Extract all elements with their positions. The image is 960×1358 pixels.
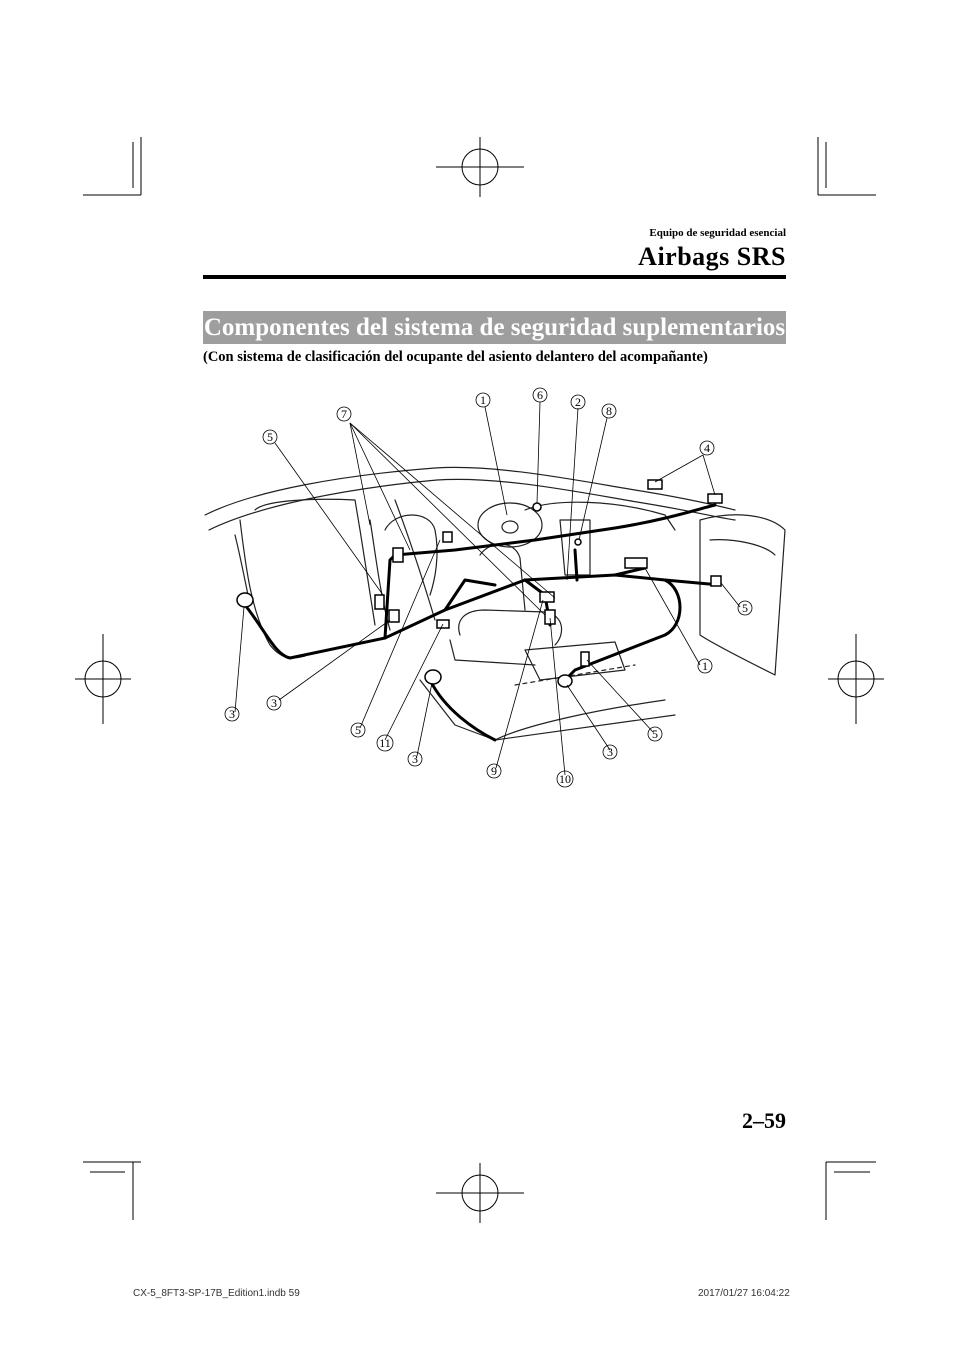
svg-text:3: 3 <box>229 707 235 721</box>
svg-text:3: 3 <box>607 745 613 759</box>
section-heading: Equipo de seguridad esencial <box>649 227 786 239</box>
svg-text:10: 10 <box>559 772 571 786</box>
header-rule <box>203 275 786 279</box>
callout-1b: 1 <box>697 658 713 674</box>
callout-2: 2 <box>570 394 586 410</box>
callout-7: 7 <box>336 406 352 422</box>
svg-text:8: 8 <box>606 404 612 418</box>
svg-text:2: 2 <box>575 395 581 409</box>
leader-lines <box>234 401 741 776</box>
figure-subtitle: (Con sistema de clasificación del ocupan… <box>203 349 708 365</box>
callout-5c: 5 <box>350 722 366 738</box>
callout-3a: 3 <box>224 706 240 722</box>
callout-6: 6 <box>532 387 548 403</box>
svg-text:11: 11 <box>379 736 391 750</box>
chapter-title: Airbags SRS <box>638 242 786 271</box>
callout-3d: 3 <box>602 744 618 760</box>
svg-text:5: 5 <box>742 601 748 615</box>
svg-text:9: 9 <box>491 764 497 778</box>
callout-9: 9 <box>486 763 502 779</box>
svg-text:5: 5 <box>355 723 361 737</box>
svg-text:3: 3 <box>271 696 277 710</box>
svg-text:5: 5 <box>267 430 273 444</box>
callout-5b: 5 <box>737 600 753 616</box>
svg-text:3: 3 <box>412 752 418 766</box>
callout-5a: 5 <box>262 429 278 445</box>
callout-3c: 3 <box>407 751 423 767</box>
svg-text:7: 7 <box>341 407 347 421</box>
component-modules <box>236 479 723 688</box>
page-number: 2–59 <box>742 1108 786 1133</box>
callout-10: 10 <box>556 770 574 788</box>
footer-file-info: CX-5_8FT3-SP-17B_Edition1.indb 59 <box>133 1288 300 1299</box>
callout-11: 11 <box>376 734 394 752</box>
section-banner: Componentes del sistema de seguridad sup… <box>203 311 786 344</box>
car-body-outline <box>204 466 786 741</box>
srs-components-diagram: 1 6 2 8 7 5 4 5 1 3 3 5 11 3 9 10 3 5 <box>204 387 786 788</box>
wiring-harness <box>243 503 722 742</box>
svg-text:5: 5 <box>652 727 658 741</box>
callout-3b: 3 <box>266 695 282 711</box>
footer-timestamp: 2017/01/27 16:04:22 <box>698 1288 790 1299</box>
callout-5d: 5 <box>647 726 663 742</box>
callout-4: 4 <box>699 440 715 456</box>
callout-1a: 1 <box>475 392 491 408</box>
svg-text:6: 6 <box>537 388 543 402</box>
callout-8: 8 <box>601 403 617 419</box>
callout-labels: 1 6 2 8 7 5 4 5 1 3 3 5 11 3 9 10 3 5 <box>224 387 753 788</box>
svg-text:1: 1 <box>702 659 708 673</box>
svg-text:1: 1 <box>480 393 486 407</box>
svg-text:4: 4 <box>704 441 710 455</box>
